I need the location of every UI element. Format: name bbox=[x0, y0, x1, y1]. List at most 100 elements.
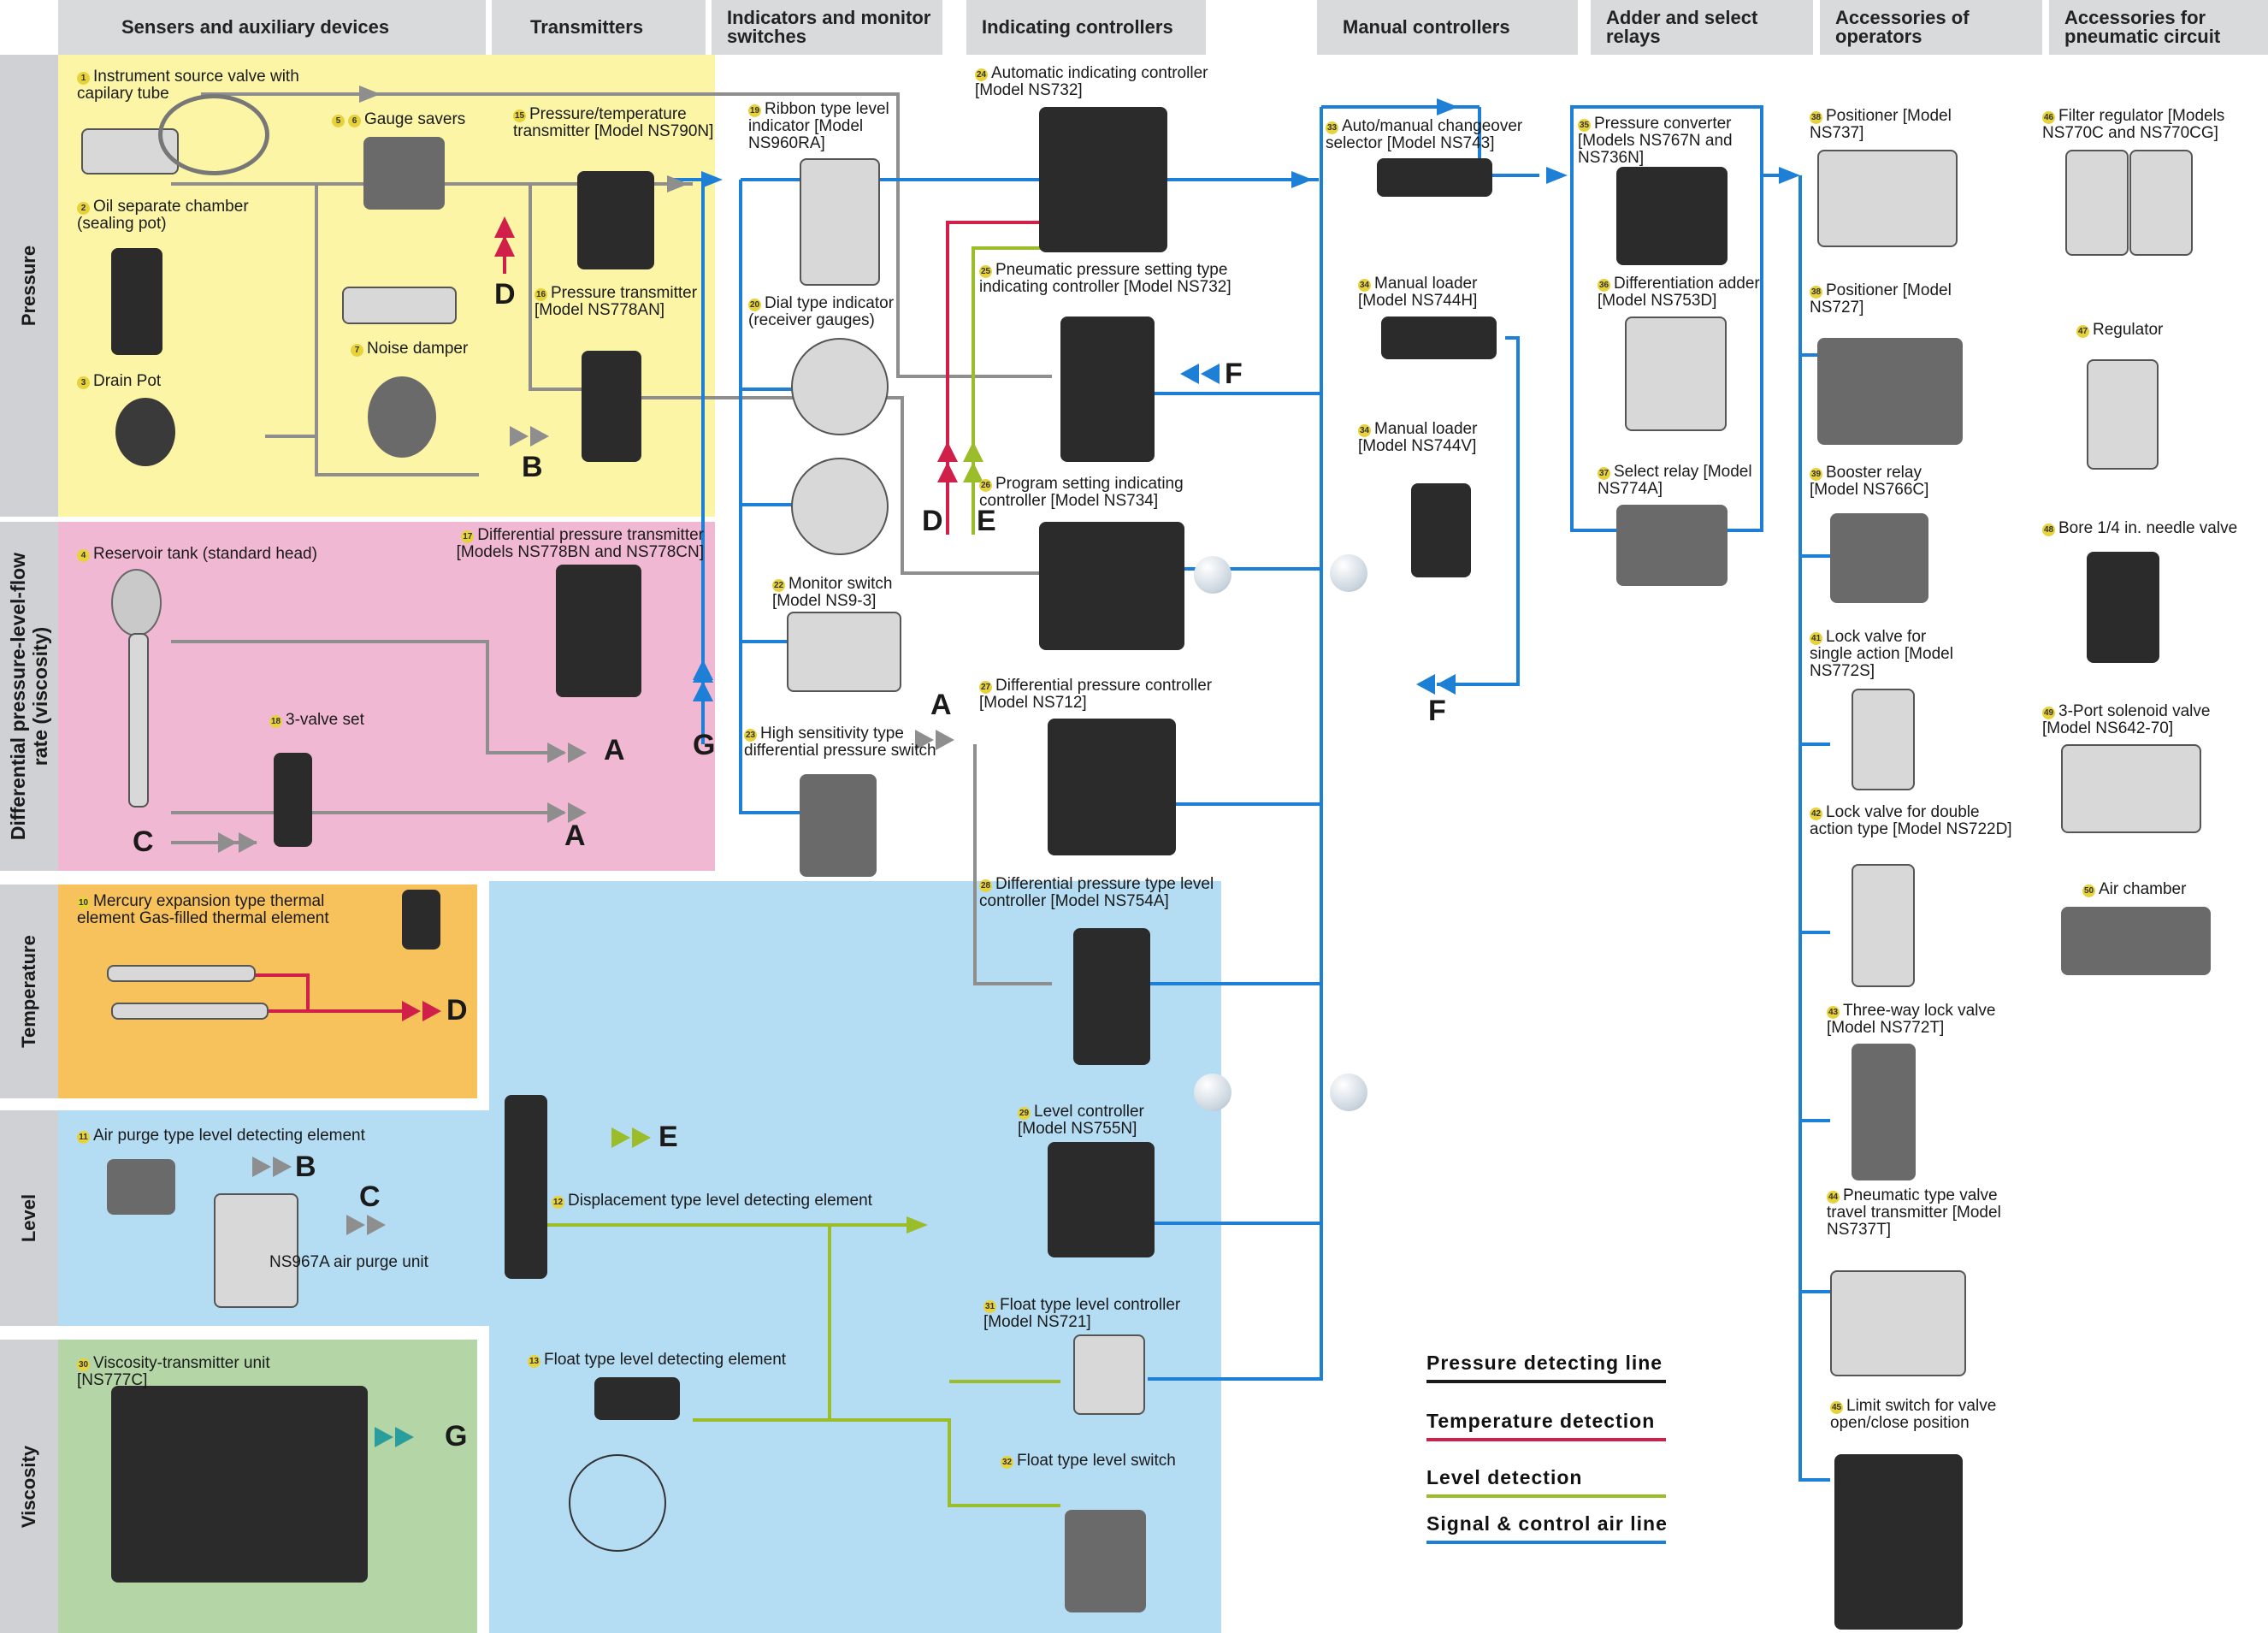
reservoir-gauge-glass bbox=[128, 633, 149, 808]
header-indicators: Indicators and monitor switches bbox=[712, 0, 942, 55]
header-manual-controllers: Manual controllers bbox=[1317, 0, 1578, 55]
pressure-converter-device bbox=[1616, 167, 1728, 265]
letter-f-2: F bbox=[1428, 695, 1446, 727]
letter-c-2: C bbox=[359, 1180, 381, 1213]
viscosity-unit-device bbox=[111, 1386, 368, 1583]
letter-b-2: B bbox=[295, 1151, 316, 1183]
travel-transmitter-device bbox=[1830, 1270, 1966, 1376]
float-element-device bbox=[594, 1377, 680, 1420]
arrow-blue-1 bbox=[701, 171, 723, 188]
arrow-blue-3 bbox=[1546, 167, 1568, 184]
hs-dp-switch-device bbox=[800, 774, 877, 877]
filter-regulator-device-2 bbox=[2129, 150, 2193, 256]
letter-g-1: G bbox=[693, 729, 716, 761]
letter-d-2: D bbox=[922, 505, 943, 537]
label-11b: NS967A air purge unit bbox=[269, 1253, 428, 1271]
float-ball-device bbox=[569, 1454, 666, 1552]
dp-switch-line bbox=[973, 744, 1052, 985]
limit-switch-device bbox=[1834, 1454, 1963, 1630]
pressure-line-4 bbox=[529, 184, 599, 391]
arrow-red-2 bbox=[494, 216, 515, 238]
three-valve-set-device bbox=[274, 753, 312, 847]
connector-ball-4 bbox=[1330, 1074, 1367, 1111]
arrow-group-f1 bbox=[1180, 364, 1220, 384]
oil-chamber-device bbox=[111, 248, 162, 355]
section-dp: Differential pressure-level-flow rate (v… bbox=[0, 522, 58, 871]
capilary-tube-coil bbox=[158, 94, 269, 175]
header-adder-select: Adder and select relays bbox=[1591, 0, 1813, 55]
select-relay-device bbox=[1616, 505, 1728, 586]
air-chamber-device bbox=[2061, 907, 2211, 975]
legend-pressure: Pressure detecting line bbox=[1426, 1352, 1666, 1383]
air-purge-element-device bbox=[107, 1159, 175, 1215]
changeover-selector-device bbox=[1377, 158, 1492, 197]
section-viscosity: Viscosity bbox=[0, 1340, 58, 1633]
level-line-2 bbox=[693, 1225, 831, 1422]
pt-transmitter-device bbox=[577, 171, 654, 269]
dp-transmitter-device bbox=[556, 565, 641, 697]
connector-ball-3 bbox=[1194, 1074, 1231, 1111]
arrow-group-g1 bbox=[375, 1427, 414, 1447]
legend-level-swatch bbox=[1426, 1494, 1666, 1498]
manual-loader-h-device bbox=[1381, 317, 1497, 359]
solenoid-valve-device bbox=[2061, 744, 2201, 833]
letter-a-3: A bbox=[930, 689, 952, 721]
arrow-group-b2 bbox=[252, 1157, 292, 1177]
differentiation-adder-device bbox=[1625, 317, 1727, 431]
legend-signal-swatch bbox=[1426, 1541, 1666, 1544]
reservoir-tank-device bbox=[111, 569, 162, 636]
legend-level: Level detection bbox=[1426, 1466, 1666, 1498]
manual-loader-v-device bbox=[1411, 483, 1471, 577]
arrow-group-b1 bbox=[510, 426, 549, 447]
arrow-group-f2 bbox=[1416, 674, 1456, 695]
arrow-green-1 bbox=[907, 1216, 928, 1234]
arrow-group-e1 bbox=[611, 1127, 651, 1148]
needle-valve-device bbox=[2087, 552, 2159, 663]
pressure-line-top bbox=[376, 92, 1052, 378]
dp-controller-device bbox=[1048, 719, 1176, 855]
gauge-saver-device bbox=[363, 137, 445, 210]
auto-controller-device bbox=[1039, 107, 1167, 252]
arrow-blue-4 bbox=[1779, 167, 1800, 184]
thermal-element-rod-1 bbox=[107, 965, 256, 982]
letter-e-1: E bbox=[977, 505, 996, 537]
ribbon-indicator-device bbox=[800, 158, 880, 286]
arrow-group-g2 bbox=[693, 660, 713, 701]
connector-ball-1 bbox=[1194, 556, 1231, 594]
signal-operators-bus bbox=[1798, 175, 1830, 1482]
section-level: Level bbox=[0, 1110, 58, 1326]
float-level-controller-device bbox=[1073, 1334, 1145, 1415]
dial-indicator-2 bbox=[791, 458, 889, 555]
temperature-line-1 bbox=[248, 973, 402, 1013]
letter-d-3: D bbox=[446, 994, 468, 1027]
lock-valve-double-device bbox=[1852, 864, 1915, 987]
noise-damper-device bbox=[342, 287, 457, 324]
